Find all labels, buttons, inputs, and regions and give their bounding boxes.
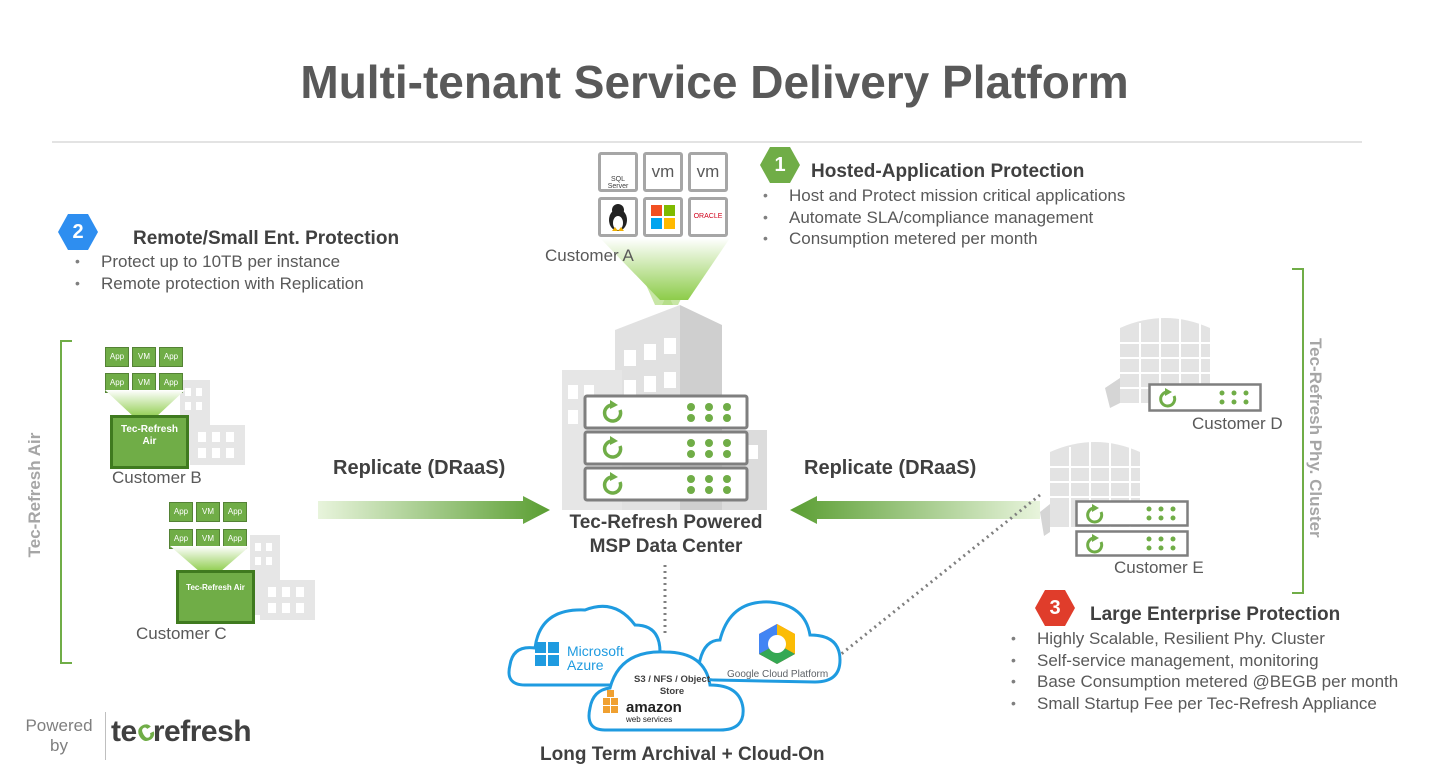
microsoft-azure-logo: Microsoft Azure: [567, 644, 624, 672]
msp-server-stack: [583, 394, 749, 502]
customer-b-label: Customer B: [112, 468, 202, 487]
customer-a-beam: [600, 238, 730, 300]
section-1-bullet: Consumption metered per month: [761, 228, 1125, 250]
vm-box: VM: [132, 373, 156, 393]
page-title: Multi-tenant Service Delivery Platform: [300, 56, 1129, 108]
windows-icon: [643, 197, 683, 237]
app-box: App: [105, 347, 129, 367]
replicate-right-arrow: [790, 496, 1040, 524]
center-label-line2: MSP Data Center: [589, 536, 743, 557]
object-store-label: S3 / NFS / Object Store: [633, 674, 711, 697]
by-text: by: [50, 736, 68, 755]
app-box: App: [223, 502, 247, 522]
section-2-bullets: Protect up to 10TB per instance Remote p…: [73, 251, 364, 294]
powered-text: Powered: [25, 716, 93, 735]
app-box: App: [159, 347, 183, 367]
amazon-line1: amazon: [626, 699, 682, 716]
tecrefresh-logo: tecrefresh: [111, 713, 252, 750]
footer-divider: [105, 712, 106, 760]
customer-c-funnel: [170, 546, 250, 572]
tec-refresh-air-appliance-c: Tec-Refresh Air: [176, 570, 255, 624]
amazon-line2: web services: [626, 715, 673, 724]
brand-part-b: refresh: [152, 715, 252, 748]
title-divider: [52, 141, 1362, 143]
dotted-connectors: [663, 493, 1041, 657]
vmware-icon: vm: [688, 152, 728, 192]
section-1-bullet: Host and Protect mission critical applic…: [761, 185, 1125, 207]
section-3-title: Large Enterprise Protection: [1090, 604, 1341, 625]
left-vertical-label: Tec-Refresh Air: [25, 432, 44, 558]
section-3-bullet: Small Startup Fee per Tec-Refresh Applia…: [1009, 693, 1398, 715]
oracle-icon: ORACLE: [688, 197, 728, 237]
powered-by-label: Powered by: [21, 716, 97, 756]
vmware-icon: vm: [643, 152, 683, 192]
right-vertical-label: Tec-Refresh Phy. Cluster: [1306, 338, 1325, 538]
cloud-caption: Long Term Archival + Cloud-On: [540, 744, 825, 765]
linux-icon: [598, 197, 638, 237]
section-3-bullets: Highly Scalable, Resilient Phy. Cluster …: [1009, 628, 1398, 714]
section-3-bullet: Highly Scalable, Resilient Phy. Cluster: [1009, 628, 1398, 650]
customer-e-label: Customer E: [1114, 558, 1204, 577]
app-box: App: [169, 502, 193, 522]
cloud-providers-graphic: [507, 600, 842, 732]
section-2-bullet: Remote protection with Replication: [73, 273, 364, 295]
section-1-bullet: Automate SLA/compliance management: [761, 207, 1125, 229]
azure-line2: Azure: [567, 657, 604, 673]
section-2-title: Remote/Small Ent. Protection: [133, 228, 400, 249]
brand-part-a: te: [111, 715, 137, 748]
customer-c-building: [250, 535, 315, 620]
left-bracket: [60, 340, 72, 664]
section-2-badge: 2: [58, 214, 98, 250]
msp-data-center-label: Tec-Refresh Powered MSP Data Center: [548, 511, 784, 559]
vm-box: VM: [132, 347, 156, 367]
customer-d-server: [1148, 383, 1262, 412]
replicate-left-label: Replicate (DRaaS): [333, 457, 506, 479]
section-1-title: Hosted-Application Protection: [811, 161, 1085, 182]
replicate-right-label: Replicate (DRaaS): [804, 457, 977, 479]
customer-b-funnel: [105, 390, 185, 418]
customer-e-servers: [1075, 500, 1189, 557]
section-3-bullet: Base Consumption metered @BEGB per month: [1009, 671, 1398, 693]
tec-refresh-air-appliance-b: Tec-Refresh Air: [110, 415, 189, 469]
sql-server-icon: SQL Server: [598, 152, 638, 192]
section-2-bullet: Protect up to 10TB per instance: [73, 251, 364, 273]
customer-a-label: Customer A: [545, 246, 634, 265]
customer-d-label: Customer D: [1192, 414, 1283, 433]
section-1-bullets: Host and Protect mission critical applic…: [761, 185, 1125, 250]
amazon-web-services-logo: amazon web services: [626, 699, 682, 726]
azure-line1: Microsoft: [567, 643, 624, 659]
customer-c-label: Customer C: [136, 624, 227, 643]
google-cloud-platform-logo: Google Cloud Platform: [727, 669, 829, 680]
vm-box: VM: [196, 502, 220, 522]
customer-d-building: [1105, 318, 1210, 408]
replicate-left-arrow: [318, 496, 550, 524]
section-3-bullet: Self-service management, monitoring: [1009, 650, 1398, 672]
section-1-badge: 1: [760, 147, 800, 183]
center-label-line1: Tec-Refresh Powered: [569, 512, 763, 533]
right-bracket: [1292, 268, 1304, 594]
